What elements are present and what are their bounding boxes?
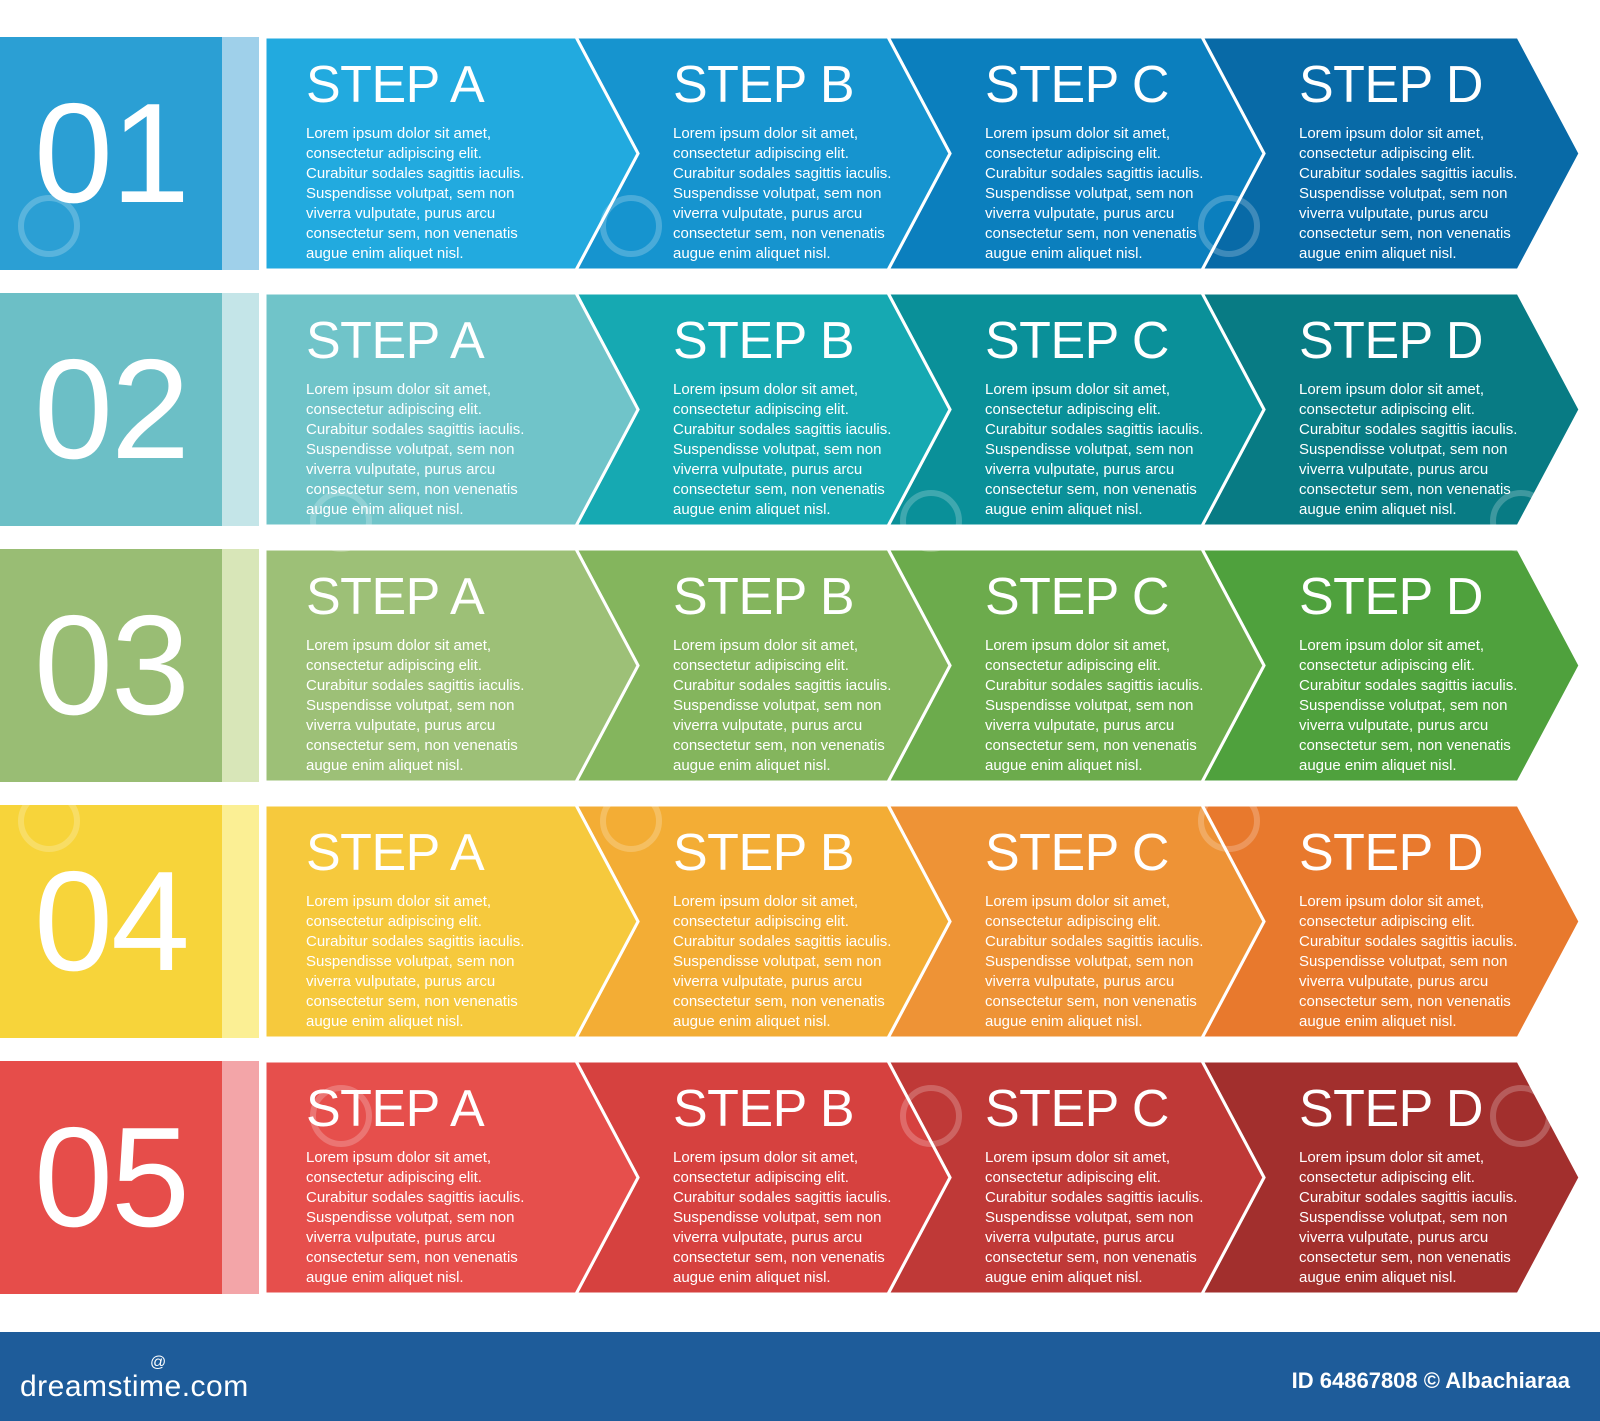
step-b-content: STEP B Lorem ipsum dolor sit amet, consec… bbox=[673, 805, 963, 1038]
step-a-content: STEP A Lorem ipsum dolor sit amet, consec… bbox=[306, 37, 596, 270]
step-c-content: STEP C Lorem ipsum dolor sit amet, consec… bbox=[985, 549, 1275, 782]
step-c-content: STEP C Lorem ipsum dolor sit amet, consec… bbox=[985, 805, 1275, 1038]
step-description: Lorem ipsum dolor sit amet, consectetur … bbox=[985, 637, 1204, 774]
chevron-step-a bbox=[263, 291, 640, 528]
step-description: Lorem ipsum dolor sit amet, consectetur … bbox=[985, 1149, 1204, 1286]
step-a-content: STEP A Lorem ipsum dolor sit amet, consec… bbox=[306, 293, 596, 526]
watermark-spiral-icon bbox=[900, 490, 962, 552]
step-title: STEP B bbox=[673, 312, 855, 370]
step-title: STEP D bbox=[1299, 824, 1483, 882]
step-description: Lorem ipsum dolor sit amet, consectetur … bbox=[306, 893, 525, 1030]
step-title: STEP A bbox=[306, 824, 485, 882]
step-description: Lorem ipsum dolor sit amet, consectetur … bbox=[673, 893, 892, 1030]
step-description: Lorem ipsum dolor sit amet, consectetur … bbox=[306, 381, 525, 518]
step-description: Lorem ipsum dolor sit amet, consectetur … bbox=[1299, 381, 1518, 518]
step-description: Lorem ipsum dolor sit amet, consectetur … bbox=[1299, 125, 1518, 262]
step-title: STEP D bbox=[1299, 312, 1483, 370]
step-title: STEP B bbox=[673, 56, 855, 114]
watermark-spiral-icon bbox=[900, 1085, 962, 1147]
step-description: Lorem ipsum dolor sit amet, consectetur … bbox=[1299, 637, 1518, 774]
step-description: Lorem ipsum dolor sit amet, consectetur … bbox=[1299, 1149, 1518, 1286]
step-b-content: STEP B Lorem ipsum dolor sit amet, consec… bbox=[673, 549, 963, 782]
step-b-content: STEP B Lorem ipsum dolor sit amet, consec… bbox=[673, 293, 963, 526]
step-description: Lorem ipsum dolor sit amet, consectetur … bbox=[673, 1149, 892, 1286]
watermark-spiral-icon bbox=[310, 490, 372, 552]
row-number: 03 bbox=[0, 549, 222, 782]
row-accent-stripe bbox=[222, 805, 259, 1038]
step-title: STEP B bbox=[673, 1080, 855, 1138]
step-row-02: 02 STEP A Lorem ipsum dolor sit amet, cons… bbox=[0, 291, 1600, 528]
row-accent-stripe bbox=[222, 37, 259, 270]
step-d-content: STEP D Lorem ipsum dolor sit amet, consec… bbox=[1299, 293, 1589, 526]
chevron-step-a bbox=[263, 547, 640, 784]
footer-logo[interactable]: dreamstime.com bbox=[20, 1370, 249, 1403]
step-title: STEP A bbox=[306, 568, 485, 626]
step-row-04: 04 STEP A Lorem ipsum dolor sit amet, cons… bbox=[0, 803, 1600, 1040]
spiral-logo-icon: @ bbox=[150, 1354, 167, 1371]
step-description: Lorem ipsum dolor sit amet, consectetur … bbox=[306, 637, 525, 774]
step-title: STEP A bbox=[306, 56, 485, 114]
watermark-spiral-icon bbox=[1490, 1085, 1552, 1147]
row-accent-stripe bbox=[222, 1061, 259, 1294]
step-a-content: STEP A Lorem ipsum dolor sit amet, consec… bbox=[306, 549, 596, 782]
step-b-content: STEP B Lorem ipsum dolor sit amet, consec… bbox=[673, 37, 963, 270]
watermark-spiral-icon bbox=[18, 790, 80, 852]
step-description: Lorem ipsum dolor sit amet, consectetur … bbox=[306, 1149, 525, 1286]
step-description: Lorem ipsum dolor sit amet, consectetur … bbox=[985, 125, 1204, 262]
step-title: STEP A bbox=[306, 312, 485, 370]
step-description: Lorem ipsum dolor sit amet, consectetur … bbox=[673, 125, 892, 262]
watermark-spiral-icon bbox=[600, 195, 662, 257]
step-title: STEP C bbox=[985, 824, 1169, 882]
watermark-spiral-icon bbox=[1198, 195, 1260, 257]
row-number: 02 bbox=[0, 293, 222, 526]
step-title: STEP D bbox=[1299, 568, 1483, 626]
step-row-03: 03 STEP A Lorem ipsum dolor sit amet, cons… bbox=[0, 547, 1600, 784]
footer-bar: dreamstime.com @ ID 64867808 © Albachiar… bbox=[0, 1332, 1600, 1421]
watermark-spiral-icon bbox=[310, 1085, 372, 1147]
row-accent-stripe bbox=[222, 549, 259, 782]
chevron-step-a bbox=[263, 803, 640, 1040]
row-number: 05 bbox=[0, 1061, 222, 1294]
chevron-arrows bbox=[263, 803, 1582, 1040]
watermark-spiral-icon bbox=[600, 790, 662, 852]
watermark-spiral-icon bbox=[1198, 790, 1260, 852]
step-c-content: STEP C Lorem ipsum dolor sit amet, consec… bbox=[985, 1061, 1275, 1294]
step-title: STEP B bbox=[673, 568, 855, 626]
step-title: STEP C bbox=[985, 1080, 1169, 1138]
step-d-content: STEP D Lorem ipsum dolor sit amet, consec… bbox=[1299, 805, 1589, 1038]
step-description: Lorem ipsum dolor sit amet, consectetur … bbox=[306, 125, 525, 262]
step-description: Lorem ipsum dolor sit amet, consectetur … bbox=[1299, 893, 1518, 1030]
step-d-content: STEP D Lorem ipsum dolor sit amet, consec… bbox=[1299, 37, 1589, 270]
step-title: STEP C bbox=[985, 56, 1169, 114]
row-accent-stripe bbox=[222, 293, 259, 526]
step-b-content: STEP B Lorem ipsum dolor sit amet, consec… bbox=[673, 1061, 963, 1294]
step-c-content: STEP C Lorem ipsum dolor sit amet, consec… bbox=[985, 293, 1275, 526]
chevron-step-a bbox=[263, 35, 640, 272]
row-number: 04 bbox=[0, 805, 222, 1038]
chevron-arrows bbox=[263, 547, 1582, 784]
watermark-spiral-icon bbox=[1490, 490, 1552, 552]
step-description: Lorem ipsum dolor sit amet, consectetur … bbox=[673, 381, 892, 518]
step-title: STEP D bbox=[1299, 56, 1483, 114]
step-title: STEP D bbox=[1299, 1080, 1483, 1138]
chevron-arrows bbox=[263, 291, 1582, 528]
step-c-content: STEP C Lorem ipsum dolor sit amet, consec… bbox=[985, 37, 1275, 270]
step-a-content: STEP A Lorem ipsum dolor sit amet, consec… bbox=[306, 805, 596, 1038]
step-description: Lorem ipsum dolor sit amet, consectetur … bbox=[673, 637, 892, 774]
step-title: STEP B bbox=[673, 824, 855, 882]
step-description: Lorem ipsum dolor sit amet, consectetur … bbox=[985, 381, 1204, 518]
step-title: STEP C bbox=[985, 312, 1169, 370]
step-title: STEP C bbox=[985, 568, 1169, 626]
step-d-content: STEP D Lorem ipsum dolor sit amet, consec… bbox=[1299, 549, 1589, 782]
footer-image-id: ID 64867808 © Albachiaraa bbox=[1291, 1368, 1570, 1393]
step-d-content: STEP D Lorem ipsum dolor sit amet, consec… bbox=[1299, 1061, 1589, 1294]
chevron-arrows bbox=[263, 35, 1582, 272]
watermark-spiral-icon bbox=[18, 195, 80, 257]
step-description: Lorem ipsum dolor sit amet, consectetur … bbox=[985, 893, 1204, 1030]
